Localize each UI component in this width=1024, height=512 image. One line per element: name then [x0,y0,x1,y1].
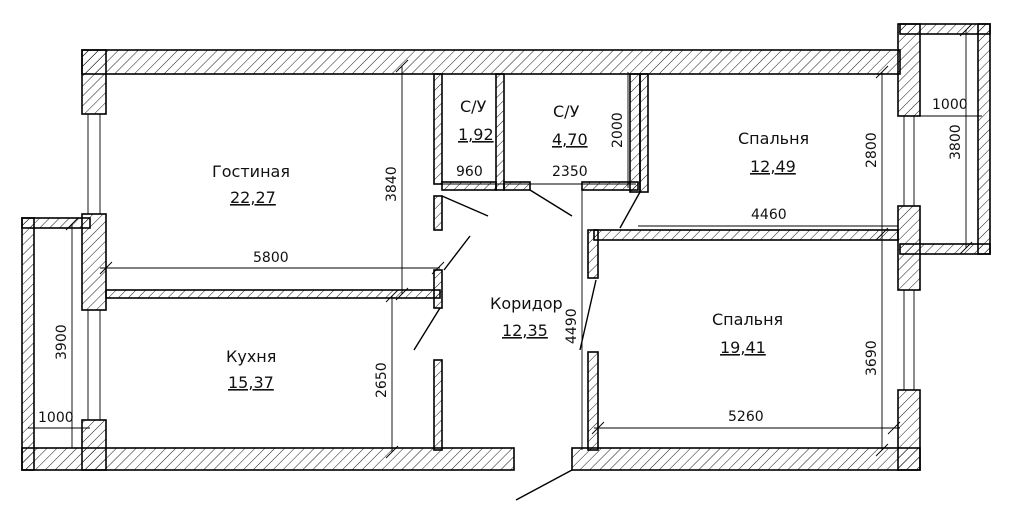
dim-kitchen-height: 2650 [374,362,390,398]
dim-bath-large-width: 2350 [552,164,588,180]
dim-balcony-right-height: 3800 [948,124,964,160]
doors [413,189,641,501]
wall-bath-large-bottom-a [503,181,531,191]
room-bath-large-name: С/У [553,102,580,121]
dim-corridor-height: 4490 [564,308,580,344]
dim-living-height: 3840 [384,166,400,202]
door-bath-large [529,189,573,217]
wall-right-upper [897,23,921,117]
wall-left-upper [81,49,107,115]
room-living-area: 22,27 [230,188,276,207]
door-bedroom-bottom [579,279,597,351]
wall-living-right-b [433,195,443,231]
door-bedroom-top [619,191,641,229]
wall-kitchen-right [433,359,443,451]
door-bath-small [443,235,471,271]
wall-bedroom-bottom-left-a [587,229,599,279]
outer-walls [21,23,991,471]
wall-living-kitchen [105,289,441,299]
dim-balcony-left-height: 3900 [54,324,70,360]
dim-bedroom-top-width: 4460 [751,207,787,223]
dim-living-width: 5800 [253,250,289,266]
dim-balcony-right-width: 1000 [932,97,968,113]
door-entrance [515,469,573,501]
room-bath-small-area: 1,92 [458,125,494,144]
room-bedroom-top-name: Спальня [738,129,809,148]
door-kitchen [413,307,441,351]
wall-bedroom-bottom-left-b [587,351,599,451]
wall-bath-small-bottom [441,181,497,191]
wall-balcony-left-outer [21,217,35,471]
wall-left-lower [81,419,107,471]
room-corridor-name: Коридор [490,294,563,313]
wall-living-right-a [433,73,443,185]
room-kitchen-name: Кухня [226,347,276,366]
windows [87,114,915,420]
dim-bedroom-top-height: 2800 [864,132,880,168]
room-bedroom-top-area: 12,49 [750,157,796,176]
dim-bedroom-bottom-height: 3690 [864,340,880,376]
room-living-name: Гостиная [212,162,290,181]
room-bedroom-bottom-area: 19,41 [720,338,766,357]
wall-left-mid [81,213,107,311]
wall-bottom-right [571,447,921,471]
wall-bath-separator [495,73,505,191]
room-kitchen-area: 15,37 [228,373,274,392]
dimension-lines [28,23,982,459]
wall-living-right-c [433,269,443,309]
room-bath-small-name: С/У [460,97,487,116]
wall-bedroom-top-left [639,73,649,193]
dim-bath-large-height: 2000 [610,112,626,148]
wall-balcony-right-outer [977,23,991,255]
room-bath-large-area: 4,70 [552,130,588,149]
wall-bedrooms [593,229,899,241]
interior-walls [105,73,899,451]
dim-bath-small-width: 960 [456,164,483,180]
door-living [441,195,489,217]
dim-bedroom-bottom-width: 5260 [728,409,764,425]
room-corridor-area: 12,35 [502,321,548,340]
dim-balcony-left-width: 1000 [38,410,74,426]
wall-top [81,49,901,75]
room-bedroom-bottom-name: Спальня [712,310,783,329]
wall-bath-large-right [629,73,641,193]
wall-right-mid [897,205,921,291]
